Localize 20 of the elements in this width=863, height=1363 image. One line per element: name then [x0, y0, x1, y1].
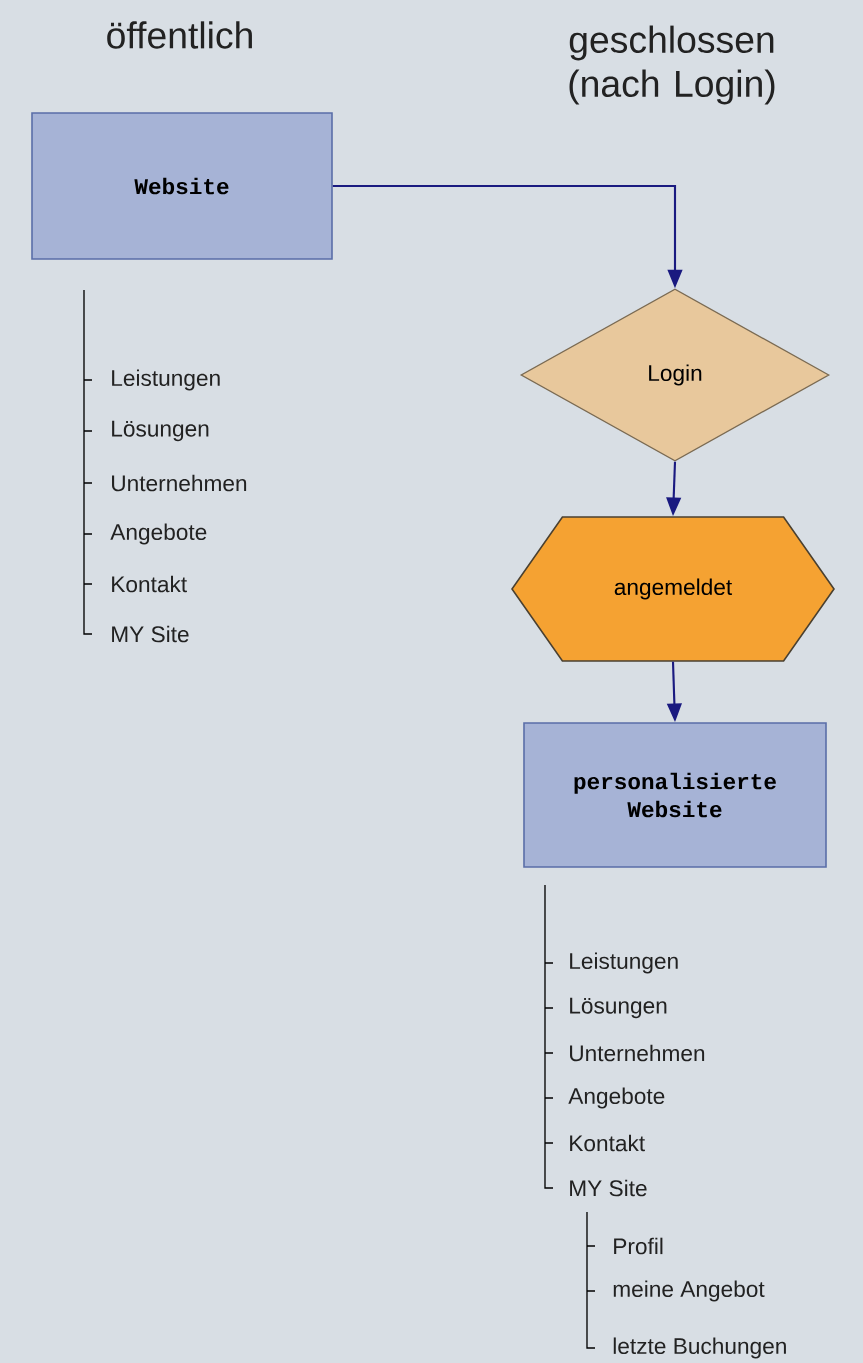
menu-item: Lösungen: [570, 997, 667, 1019]
menu-item: Unternehmen: [112, 474, 247, 492]
menu-item: Angebote: [568, 1087, 665, 1109]
menu-item: Angebote: [110, 523, 207, 545]
menu-item: Lösungen: [112, 420, 209, 442]
menu-item: Kontakt: [570, 1134, 645, 1152]
menu-item: Kontakt: [112, 575, 187, 593]
menu-item: MY Site: [112, 625, 189, 643]
column-heading: öffentlich: [107, 21, 252, 49]
page-box: personalisierte Website: [523, 722, 827, 868]
menu-item: Profil: [614, 1237, 663, 1255]
menu-item: Leistungen: [570, 952, 678, 974]
menu-item: letzte Buchungen: [613, 1337, 786, 1359]
menu-item: meine Angebot: [613, 1280, 765, 1302]
page-box: Website: [31, 112, 333, 260]
state-hexagon: angemeldet: [511, 516, 835, 662]
menu-item: Leistungen: [112, 369, 220, 391]
menu-item: Unternehmen: [570, 1044, 705, 1062]
menu-item: MY Site: [570, 1179, 647, 1197]
column-heading: geschlossen (nach Login): [569, 25, 775, 105]
